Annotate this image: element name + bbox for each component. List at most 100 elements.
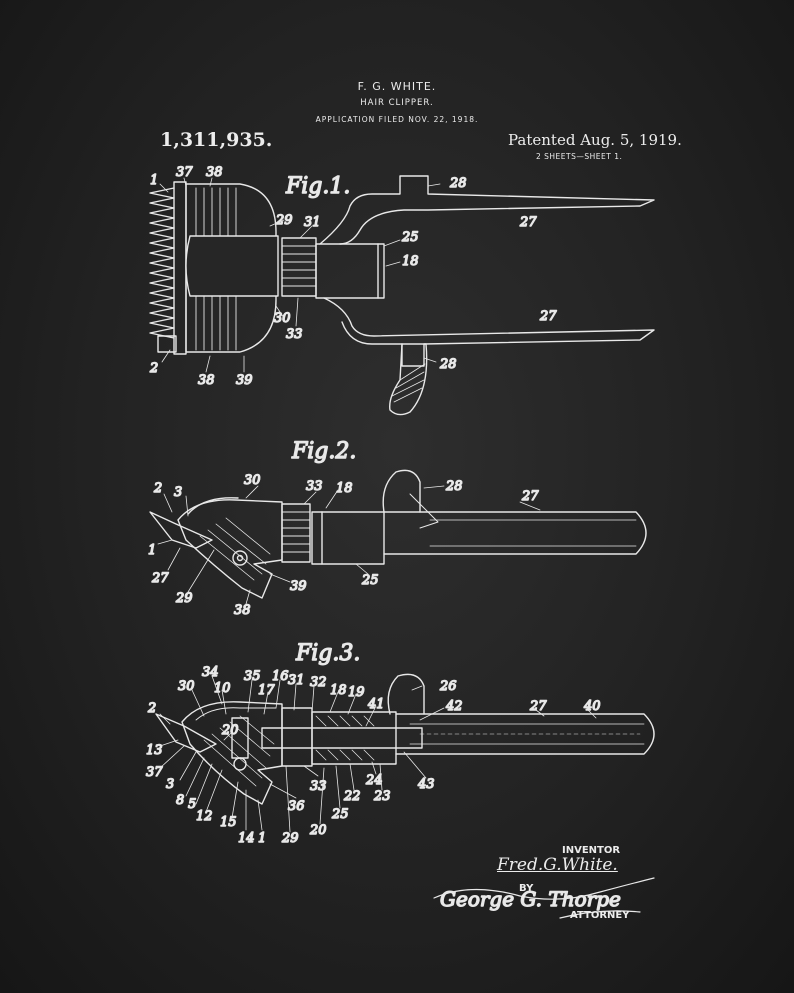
- fig3-ref: 32: [310, 675, 327, 690]
- head-hatching: [199, 517, 271, 581]
- figure-1-drawing: Fig.1. 1 37 38 28 29 31 25 27 18 30 33 2…: [148, 164, 655, 416]
- clipper-head: [185, 183, 277, 353]
- fig3-ref: 1: [258, 831, 266, 846]
- fig1-ref-numerals: 1 37 38 28 29 31 25 27 18 30 33 27 2 38 …: [148, 164, 558, 388]
- fig1-ref: 27: [519, 215, 537, 230]
- fig3-ref: 26: [439, 679, 457, 694]
- figure-3-drawing: Fig.3. 34 35 16 31 32 18 19 26 27 40 30 …: [145, 640, 655, 847]
- fig1-ref: 29: [275, 213, 293, 228]
- fig3-ref: 42: [445, 699, 463, 714]
- pivot-screw-center: [236, 554, 244, 562]
- handle-side: [383, 511, 647, 555]
- fig1-ref: 31: [304, 215, 321, 230]
- finger-lever-section: [387, 673, 425, 715]
- fig3-ref: 37: [146, 765, 163, 780]
- fig3-ref: 35: [244, 669, 261, 684]
- section-hatching-barrel: [315, 715, 375, 761]
- finger-lever-side: [382, 469, 421, 513]
- fig3-ref: 27: [529, 699, 547, 714]
- fig2-ref: 39: [290, 579, 307, 594]
- fig2-ref: 29: [175, 591, 193, 606]
- fig1-ref: 38: [198, 373, 215, 388]
- handle-tube: [395, 713, 655, 755]
- fig2-ref-numerals: 30 33 18 28 27 2 3 1 27 29 38 39 25: [147, 472, 540, 618]
- attorney-label: ATTORNEY: [570, 910, 630, 921]
- fig2-ref: 30: [244, 473, 261, 488]
- fig3-ref: 17: [258, 683, 275, 698]
- fig3-label: Fig.3.: [295, 641, 360, 666]
- fig3-ref: 43: [417, 777, 435, 792]
- inventor-label: INVENTOR: [562, 845, 621, 856]
- inventor-name-header: F. G. WHITE.: [357, 80, 437, 93]
- head-neck: [185, 235, 279, 297]
- fig1-ref: 2: [149, 361, 158, 376]
- fig3-ref: 10: [214, 681, 231, 696]
- fig3-ref: 40: [583, 699, 601, 714]
- blade-frame: [173, 181, 187, 355]
- fig1-label: Fig.1.: [285, 174, 350, 199]
- lever-arm: [409, 493, 439, 529]
- fig2-ref: 1: [148, 543, 156, 558]
- fig3-ref: 3: [166, 777, 174, 792]
- fig1-ref: 28: [449, 176, 467, 191]
- finger-lever: [389, 343, 428, 416]
- fig3-ref: 30: [178, 679, 195, 694]
- fig1-ref: 37: [176, 165, 193, 180]
- fig2-ref: 27: [151, 571, 169, 586]
- head-inner-wall: [195, 707, 277, 721]
- attorney-signature-flourish: [433, 877, 655, 919]
- fig3-ref: 8: [176, 793, 184, 808]
- fig1-leader-lines: [159, 177, 441, 373]
- fig1-ref: 27: [539, 309, 557, 324]
- fig1-ref: 28: [439, 357, 457, 372]
- fig3-ref: 34: [202, 665, 219, 680]
- fig2-ref: 27: [521, 489, 539, 504]
- application-filed-date: APPLICATION FILED NOV. 22, 1918.: [315, 115, 479, 124]
- fig3-ref: 22: [343, 789, 361, 804]
- fig3-ref: 36: [288, 799, 305, 814]
- fig3-ref: 15: [220, 815, 237, 830]
- fig3-ref: 20: [309, 823, 327, 838]
- clipper-head-section: [181, 701, 283, 805]
- fig2-ref: 3: [174, 485, 182, 500]
- fig3-ref: 25: [331, 807, 349, 822]
- knurled-collar: [281, 237, 317, 297]
- fig1-ref: 18: [402, 254, 419, 269]
- fig1-ref: 33: [286, 327, 303, 342]
- sheet-count: 2 SHEETS—SHEET 1.: [536, 152, 623, 161]
- collar-knurling-side: [281, 511, 311, 553]
- barrel-side: [311, 511, 385, 565]
- knurled-collar-side: [281, 503, 311, 563]
- fig3-ref: 2: [147, 701, 156, 716]
- fig3-ref: 33: [310, 779, 327, 794]
- figure-2-drawing: Fig.2. 30 33 18 28 27 2 3 1 27 29 38 39 …: [147, 438, 647, 619]
- fig3-ref: 12: [196, 809, 213, 824]
- fig1-ref: 30: [274, 311, 291, 326]
- pivot-screw: [232, 550, 248, 566]
- patent-number: 1,311,935.: [160, 129, 273, 151]
- collar-knurling: [281, 245, 317, 287]
- barrel-section: [311, 711, 397, 765]
- fig3-ref-numerals: 34 35 16 31 32 18 19 26 27 40 30 10 17 4…: [145, 664, 601, 846]
- fig3-ref: 29: [281, 831, 299, 846]
- fig1-ref: 1: [150, 173, 158, 188]
- lower-handle: [323, 297, 655, 367]
- fig2-ref: 33: [306, 479, 323, 494]
- fig1-ref: 25: [401, 230, 419, 245]
- patent-title: HAIR CLIPPER.: [360, 98, 434, 108]
- fig1-ref: 39: [236, 373, 253, 388]
- blade-tip-section: [155, 713, 217, 753]
- fig3-ref: 23: [373, 789, 391, 804]
- fig3-ref: 20: [221, 723, 239, 738]
- blade-tip: [149, 511, 213, 549]
- collar-section: [281, 707, 313, 767]
- comb-teeth: [149, 187, 175, 339]
- lever-shading: [391, 363, 426, 403]
- fig3-ref: 13: [146, 743, 163, 758]
- fig3-ref: 18: [330, 683, 347, 698]
- fig3-ref: 14: [238, 831, 255, 846]
- blade-foot: [157, 335, 177, 353]
- drive-shaft: [261, 727, 423, 749]
- fig2-ref: 28: [445, 479, 463, 494]
